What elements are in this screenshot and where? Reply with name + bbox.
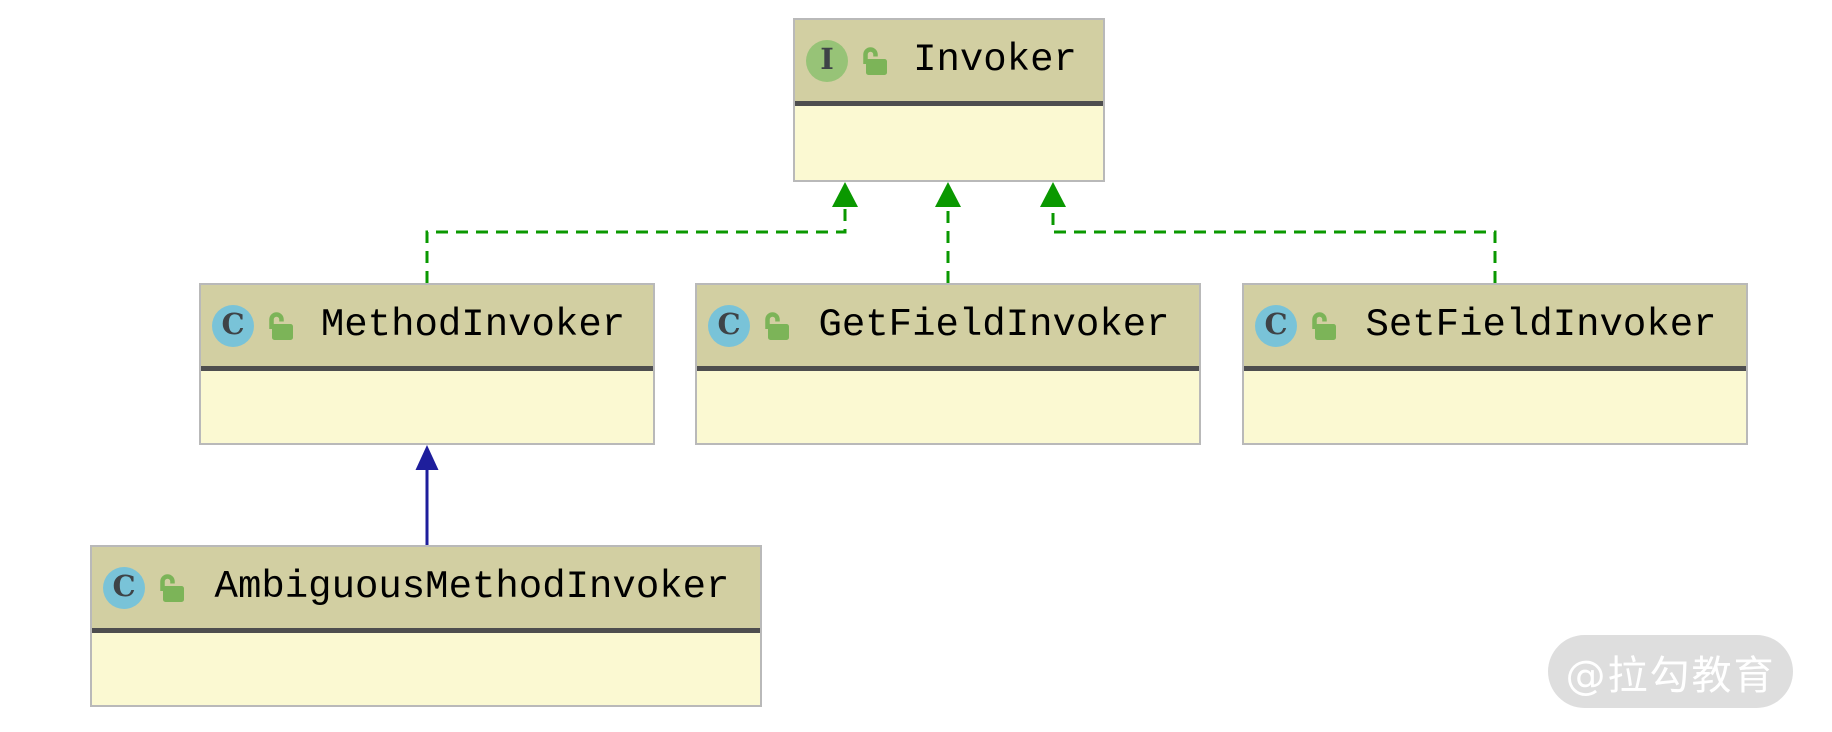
type-icon: C [1255, 304, 1297, 347]
node-set-field-invoker[interactable]: C SetFieldInvoker [1242, 283, 1748, 445]
edge-setfieldinvoker-implements-invoker[interactable] [1040, 182, 1497, 283]
type-letter: C [112, 569, 136, 603]
implements-arrowhead-icon [832, 182, 858, 207]
node-name: Invoker [913, 37, 1077, 82]
unlocked-padlock-icon [861, 46, 887, 75]
unlocked-padlock-icon [763, 311, 789, 340]
type-letter: I [820, 42, 834, 76]
node-header: C MethodInvoker [201, 285, 653, 371]
edge-ambiguous-extends-methodinvoker[interactable] [415, 445, 439, 545]
node-method-invoker[interactable]: C MethodInvoker [199, 283, 655, 445]
type-icon: C [103, 566, 145, 609]
implements-arrowhead-icon [935, 182, 961, 207]
type-icon: C [708, 304, 750, 347]
node-name: AmbiguousMethodInvoker [214, 564, 730, 609]
type-icon: C [212, 304, 254, 347]
watermark-badge: @拉勾教育 [1548, 635, 1793, 708]
node-ambiguous-method-invoker[interactable]: C AmbiguousMethodInvoker [90, 545, 762, 707]
implements-arrowhead-icon [1040, 182, 1066, 207]
node-body [92, 633, 760, 705]
node-header: C GetFieldInvoker [697, 285, 1199, 371]
unlocked-padlock-icon [158, 573, 184, 602]
type-letter: C [717, 307, 741, 341]
node-name: SetFieldInvoker [1365, 302, 1717, 347]
node-body [697, 371, 1199, 443]
node-invoker[interactable]: I Invoker [793, 18, 1105, 182]
type-icon: I [806, 39, 848, 82]
extends-arrowhead-icon [415, 445, 439, 470]
node-body [795, 106, 1103, 180]
edge-getfieldinvoker-implements-invoker[interactable] [935, 182, 961, 283]
unlocked-padlock-icon [1310, 311, 1336, 340]
node-header: C SetFieldInvoker [1244, 285, 1746, 371]
unlocked-padlock-icon [267, 311, 293, 340]
watermark-text: @拉勾教育 [1565, 652, 1776, 699]
node-body [201, 371, 653, 443]
node-name: GetFieldInvoker [818, 302, 1170, 347]
type-letter: C [1264, 307, 1288, 341]
node-header: I Invoker [795, 20, 1103, 106]
node-get-field-invoker[interactable]: C GetFieldInvoker [695, 283, 1201, 445]
edge-methodinvoker-implements-invoker[interactable] [425, 182, 858, 283]
type-letter: C [221, 307, 245, 341]
node-header: C AmbiguousMethodInvoker [92, 547, 760, 633]
node-name: MethodInvoker [320, 302, 626, 347]
node-body [1244, 371, 1746, 443]
